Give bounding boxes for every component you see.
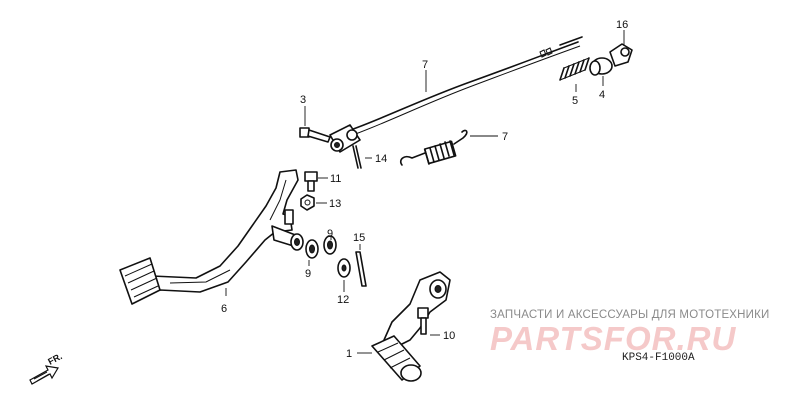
bolt-11 — [304, 171, 318, 192]
cotter-pin-14 — [352, 145, 362, 169]
joint-16 — [609, 43, 633, 67]
watermark-tagline: ЗАПЧАСТИ И АКСЕССУАРЫ ДЛЯ МОТОТЕХНИКИ — [490, 309, 770, 321]
washer-9b — [323, 235, 337, 255]
washer-9a — [305, 239, 319, 259]
brake-pedal-6 — [119, 169, 304, 305]
callout-7: 7 — [502, 131, 508, 143]
rod-clevis — [329, 124, 361, 153]
callout-9a: 9 — [305, 268, 311, 280]
brake-rod — [344, 36, 583, 137]
bolt-3 — [299, 127, 331, 143]
callout-5: 5 — [572, 95, 578, 107]
callout-9b: 9 — [327, 228, 333, 240]
direction-label: FR. — [46, 351, 63, 367]
spring-5 — [559, 57, 590, 81]
callout-4: 4 — [599, 89, 605, 101]
callout-11: 11 — [330, 173, 341, 185]
watermark-logo: PARTSFOR.RU — [490, 320, 736, 357]
leader-lines — [225, 30, 625, 354]
callout-13: 13 — [329, 198, 341, 210]
callout-15: 15 — [353, 232, 365, 244]
pin-15 — [355, 251, 367, 287]
adjuster-nut-4 — [589, 57, 613, 76]
callout-1: 1 — [346, 348, 352, 360]
arm-1 — [371, 271, 451, 382]
callout-14: 14 — [375, 153, 387, 165]
return-spring-7 — [399, 129, 468, 166]
front-direction-arrow-icon — [29, 365, 59, 385]
callout-3: 3 — [300, 94, 306, 106]
diagram-code: KPS4-F1000A — [622, 352, 695, 364]
callout-10: 10 — [443, 330, 455, 342]
washer-12 — [337, 258, 351, 278]
callout-12: 12 — [337, 294, 349, 306]
callout-6: 6 — [221, 303, 227, 315]
callout-2: 7 — [422, 59, 428, 71]
nut-13 — [300, 194, 315, 211]
callout-16: 16 — [616, 19, 628, 31]
bolt-10 — [417, 307, 429, 335]
